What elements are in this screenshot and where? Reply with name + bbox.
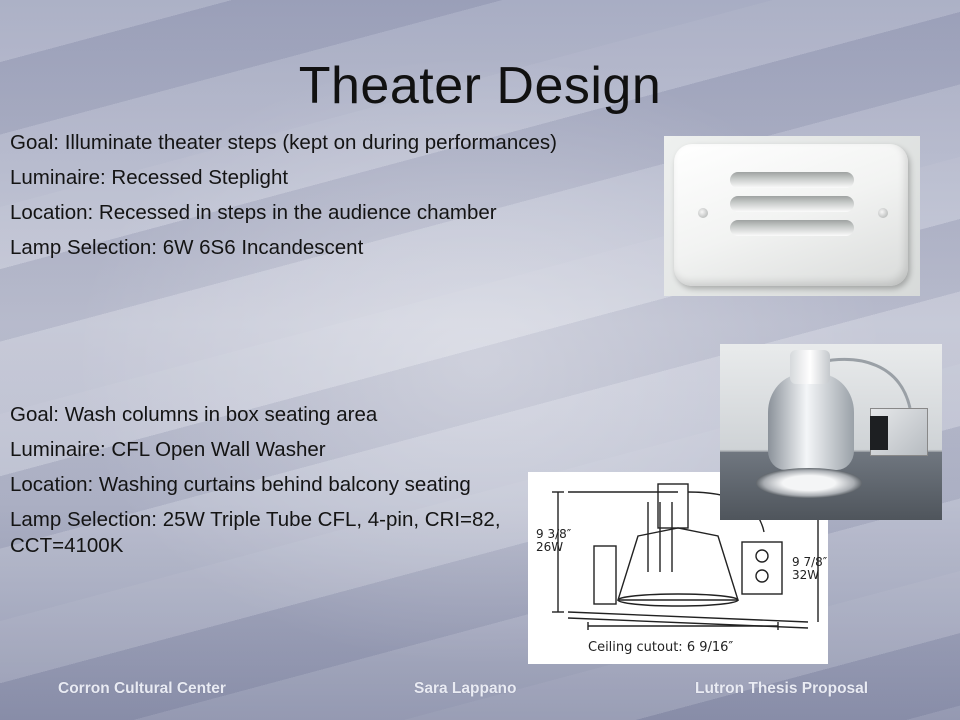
louver-slot xyxy=(730,196,854,212)
steplight-faceplate xyxy=(674,144,908,286)
steplight-photo xyxy=(664,136,920,296)
steplight-location: Location: Recessed in steps in the audie… xyxy=(10,201,497,224)
wallwasher-location: Location: Washing curtains behind balcon… xyxy=(10,473,471,496)
reflector-cone xyxy=(768,374,854,470)
wallwasher-photo xyxy=(720,344,942,520)
steplight-luminaire: Luminaire: Recessed Steplight xyxy=(10,166,289,189)
steplight-text-block: Goal: Illuminate theater steps (kept on … xyxy=(10,130,660,270)
dimension-height-32w: 9 7/8″ xyxy=(792,555,828,569)
dimension-label-right: 9 7/8″ 32W xyxy=(792,556,827,582)
wallwasher-text-block: Goal: Wash columns in box seating area L… xyxy=(10,402,510,568)
dimension-label-left: 9 3/8″ 26W xyxy=(536,528,571,554)
dimension-wattage-32w: 32W xyxy=(792,568,820,582)
footer-author: Sara Lappano xyxy=(414,680,517,697)
trim-ring xyxy=(756,468,862,498)
dimension-wattage-26w: 26W xyxy=(536,540,564,554)
dimension-height-26w: 9 3/8″ xyxy=(536,527,572,541)
louver-slot xyxy=(730,172,854,188)
steplight-lamp: Lamp Selection: 6W 6S6 Incandescent xyxy=(10,236,364,259)
slide-title: Theater Design xyxy=(298,57,662,115)
lamp-socket xyxy=(790,350,830,384)
footer-course: Lutron Thesis Proposal xyxy=(695,680,869,697)
wallwasher-lamp: Lamp Selection: 25W Triple Tube CFL, 4-p… xyxy=(10,508,501,557)
steplight-goal: Goal: Illuminate theater steps (kept on … xyxy=(10,131,557,154)
wallwasher-wire xyxy=(819,358,912,409)
wallwasher-goal: Goal: Wash columns in box seating area xyxy=(10,403,378,426)
ceiling-cutout-label: Ceiling cutout: 6 9/16″ xyxy=(588,640,734,655)
ballast-connector xyxy=(870,416,888,450)
screw-icon xyxy=(878,208,888,218)
footer-project: Corron Cultural Center xyxy=(58,680,226,697)
louver-slot xyxy=(730,220,854,236)
wallwasher-luminaire: Luminaire: CFL Open Wall Washer xyxy=(10,438,326,461)
screw-icon xyxy=(698,208,708,218)
